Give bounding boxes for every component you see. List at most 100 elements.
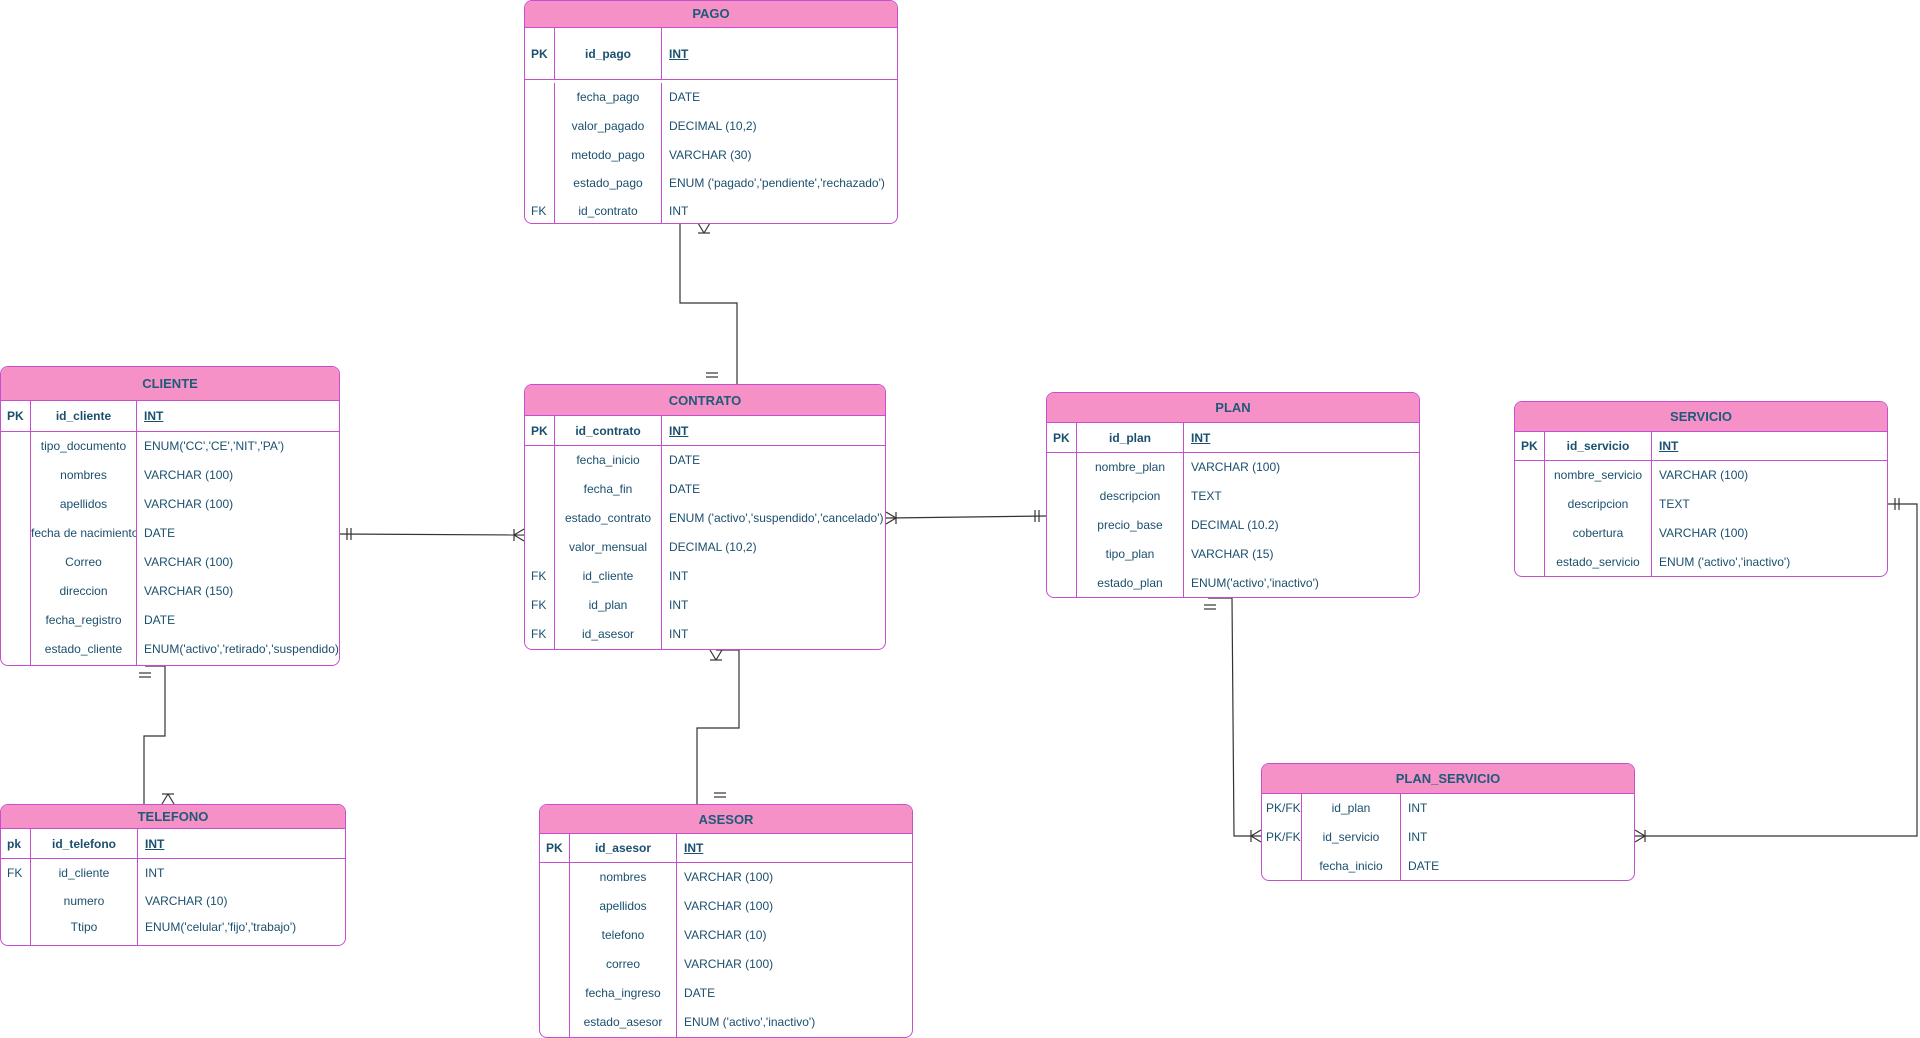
column-name: fecha de nacimiento bbox=[31, 519, 137, 548]
key-cell bbox=[525, 504, 555, 533]
column-name: fecha_ingreso bbox=[570, 979, 677, 1008]
attribute-row: fecha_pago DATE bbox=[525, 83, 897, 112]
crow-foot-marker bbox=[709, 649, 717, 661]
rel-cliente-contrato bbox=[339, 533, 525, 536]
entity-asesor[interactable]: ASESOR PK id_asesor INT nombres VARCHAR … bbox=[539, 804, 913, 1038]
column-type: DECIMAL (10,2) bbox=[669, 540, 757, 554]
crow-foot-marker bbox=[1634, 829, 1646, 837]
entity-title: TELEFONO bbox=[1, 805, 345, 829]
column-type: VARCHAR (100) bbox=[684, 899, 774, 913]
attribute-row: estado_pago ENUM ('pagado','pendiente','… bbox=[525, 170, 897, 196]
column-type: INT bbox=[144, 409, 164, 423]
key-cell: PK bbox=[1515, 432, 1545, 460]
entity-pago[interactable]: PAGO PK id_pago INT fecha_pago DATE valo… bbox=[524, 0, 898, 224]
key-cell bbox=[1, 548, 31, 577]
key-cell bbox=[525, 533, 555, 562]
key-cell bbox=[525, 83, 555, 112]
crow-foot-marker bbox=[697, 222, 705, 234]
column-type: ENUM('celular','fijo','trabajo') bbox=[145, 920, 297, 934]
key-cell bbox=[540, 921, 570, 950]
column-name: apellidos bbox=[570, 892, 677, 921]
column-type: DECIMAL (10,2) bbox=[669, 119, 757, 133]
key-cell bbox=[540, 979, 570, 1008]
key-cell: PK/FK bbox=[1262, 794, 1302, 823]
key-cell bbox=[1047, 453, 1077, 482]
column-name: correo bbox=[570, 950, 677, 979]
attribute-row: nombres VARCHAR (100) bbox=[540, 863, 912, 892]
attribute-row: tipo_plan VARCHAR (15) bbox=[1047, 540, 1419, 569]
column-name: nombres bbox=[31, 461, 137, 490]
column-name: estado_plan bbox=[1077, 569, 1184, 597]
rel-servicio-planservicio bbox=[1635, 503, 1918, 837]
attribute-row: PK/FK id_plan INT bbox=[1262, 794, 1634, 823]
column-name: id_asesor bbox=[555, 620, 662, 649]
column-name: id_contrato bbox=[555, 196, 662, 223]
column-name: estado_pago bbox=[555, 170, 662, 196]
attribute-row: tipo_documento ENUM('CC','CE','NIT','PA'… bbox=[1, 432, 339, 461]
crow-foot-marker bbox=[1250, 835, 1262, 843]
column-type: ENUM('CC','CE','NIT','PA') bbox=[144, 439, 285, 453]
column-type: INT bbox=[669, 569, 689, 583]
entity-telefono[interactable]: TELEFONO pk id_telefono INT FK id_client… bbox=[0, 804, 346, 946]
attribute-row: FK id_cliente INT bbox=[1, 859, 345, 887]
column-name: numero bbox=[31, 887, 138, 915]
attribute-row: valor_mensual DECIMAL (10,2) bbox=[525, 533, 885, 562]
column-type: VARCHAR (10) bbox=[684, 928, 767, 942]
column-type: DATE bbox=[1408, 859, 1440, 873]
key-cell bbox=[1, 915, 31, 945]
key-cell bbox=[525, 446, 555, 475]
attribute-row: fecha_registro DATE bbox=[1, 606, 339, 635]
column-type: INT bbox=[669, 47, 689, 61]
entity-servicio[interactable]: SERVICIO PK id_servicio INT nombre_servi… bbox=[1514, 401, 1888, 577]
column-name: nombres bbox=[570, 863, 677, 892]
entity-title: CLIENTE bbox=[1, 367, 339, 401]
crow-foot-marker bbox=[703, 222, 711, 234]
key-cell bbox=[540, 863, 570, 892]
column-type: ENUM('activo','inactivo') bbox=[1191, 576, 1319, 590]
column-name: apellidos bbox=[31, 490, 137, 519]
attribute-row: apellidos VARCHAR (100) bbox=[540, 892, 912, 921]
column-name: metodo_pago bbox=[555, 141, 662, 170]
key-cell bbox=[1262, 852, 1302, 880]
column-type: VARCHAR (100) bbox=[144, 468, 234, 482]
key-cell: PK bbox=[540, 834, 570, 862]
column-type: INT bbox=[145, 866, 165, 880]
column-name: cobertura bbox=[1545, 519, 1652, 548]
crow-foot-marker bbox=[885, 517, 897, 525]
entity-contrato[interactable]: CONTRATO PK id_contrato INT fecha_inicio… bbox=[524, 384, 886, 650]
entity-plan[interactable]: PLAN PK id_plan INT nombre_plan VARCHAR … bbox=[1046, 392, 1420, 598]
column-name: id_plan bbox=[1077, 423, 1184, 452]
entity-title: ASESOR bbox=[540, 805, 912, 834]
attribute-row: telefono VARCHAR (10) bbox=[540, 921, 912, 950]
column-name: descripcion bbox=[1077, 482, 1184, 511]
column-type: VARCHAR (10) bbox=[145, 894, 228, 908]
attribute-row: FK id_contrato INT bbox=[525, 196, 897, 223]
attribute-row: estado_plan ENUM('activo','inactivo') bbox=[1047, 569, 1419, 597]
column-type: VARCHAR (100) bbox=[1191, 460, 1281, 474]
attribute-row: estado_contrato ENUM ('activo','suspendi… bbox=[525, 504, 885, 533]
column-name: valor_mensual bbox=[555, 533, 662, 562]
column-name: id_pago bbox=[555, 28, 662, 79]
entity-plan-servicio[interactable]: PLAN_SERVICIO PK/FK id_plan INT PK/FK id… bbox=[1261, 763, 1635, 881]
column-type: ENUM ('activo','suspendido','cancelado') bbox=[669, 511, 884, 525]
column-name: fecha_registro bbox=[31, 606, 137, 635]
attribute-row: direccion VARCHAR (150) bbox=[1, 577, 339, 606]
key-cell: FK bbox=[525, 620, 555, 649]
column-type: ENUM ('pagado','pendiente','rechazado') bbox=[669, 176, 885, 190]
key-cell bbox=[525, 112, 555, 141]
column-name: id_cliente bbox=[31, 859, 138, 887]
column-name: valor_pagado bbox=[555, 112, 662, 141]
column-type: INT bbox=[1408, 801, 1428, 815]
column-type: DECIMAL (10.2) bbox=[1191, 518, 1279, 532]
pk-row: pk id_telefono INT bbox=[1, 829, 345, 859]
rel-pago-contrato bbox=[679, 222, 738, 384]
column-type: VARCHAR (100) bbox=[144, 555, 234, 569]
column-name: fecha_fin bbox=[555, 475, 662, 504]
column-name: estado_cliente bbox=[31, 635, 137, 665]
attribute-row: apellidos VARCHAR (100) bbox=[1, 490, 339, 519]
column-name: id_contrato bbox=[555, 416, 662, 445]
attribute-row: nombre_plan VARCHAR (100) bbox=[1047, 453, 1419, 482]
entity-cliente[interactable]: CLIENTE PK id_cliente INT tipo_documento… bbox=[0, 366, 340, 666]
crow-foot-marker bbox=[167, 793, 175, 805]
